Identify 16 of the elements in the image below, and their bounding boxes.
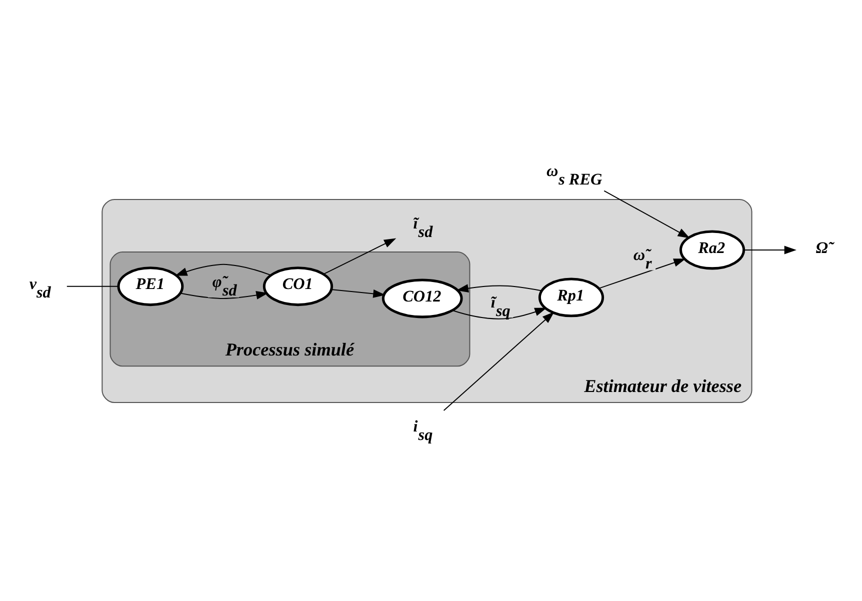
arrow	[604, 190, 690, 238]
arrow	[331, 288, 386, 298]
arrow	[443, 311, 554, 410]
arrow	[180, 290, 268, 299]
arrow	[452, 307, 547, 319]
node-ellipse: Rp1	[538, 277, 604, 317]
node-ellipse: Ra2	[679, 230, 746, 270]
arrow	[323, 238, 396, 274]
node-ellipse: CO12	[382, 278, 463, 318]
arrow	[598, 258, 686, 288]
arrow	[456, 284, 542, 292]
node-ellipse: PE1	[117, 266, 184, 306]
arrow	[744, 245, 796, 254]
connector	[66, 285, 118, 286]
arrow	[175, 263, 272, 276]
node-ellipse: CO1	[262, 266, 334, 306]
